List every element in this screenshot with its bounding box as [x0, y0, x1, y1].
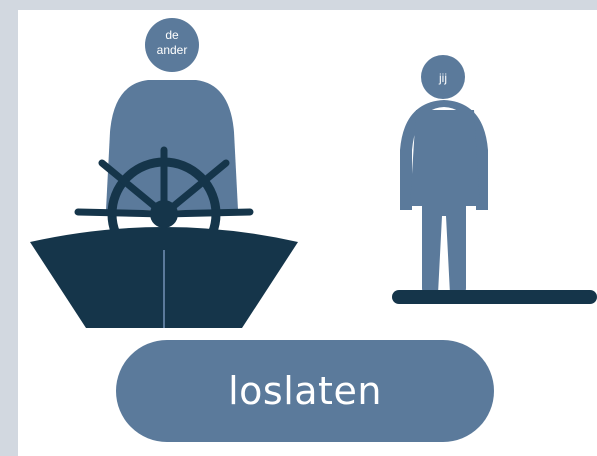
- loslaten-button-label: loslaten: [228, 369, 382, 413]
- other-person-label-line2: ander: [157, 43, 188, 57]
- you-label: jij: [438, 71, 447, 85]
- other-person-body: [106, 80, 238, 210]
- shore-dock: [392, 290, 597, 304]
- other-person-label-line1: de: [165, 28, 179, 42]
- loslaten-button[interactable]: loslaten: [116, 340, 494, 442]
- boat-icon: [30, 227, 298, 328]
- illustration-panel: de ander jij: [18, 10, 597, 338]
- you-body: [410, 110, 480, 294]
- illustration: de ander jij: [18, 10, 597, 338]
- you-figure: jij: [400, 55, 488, 294]
